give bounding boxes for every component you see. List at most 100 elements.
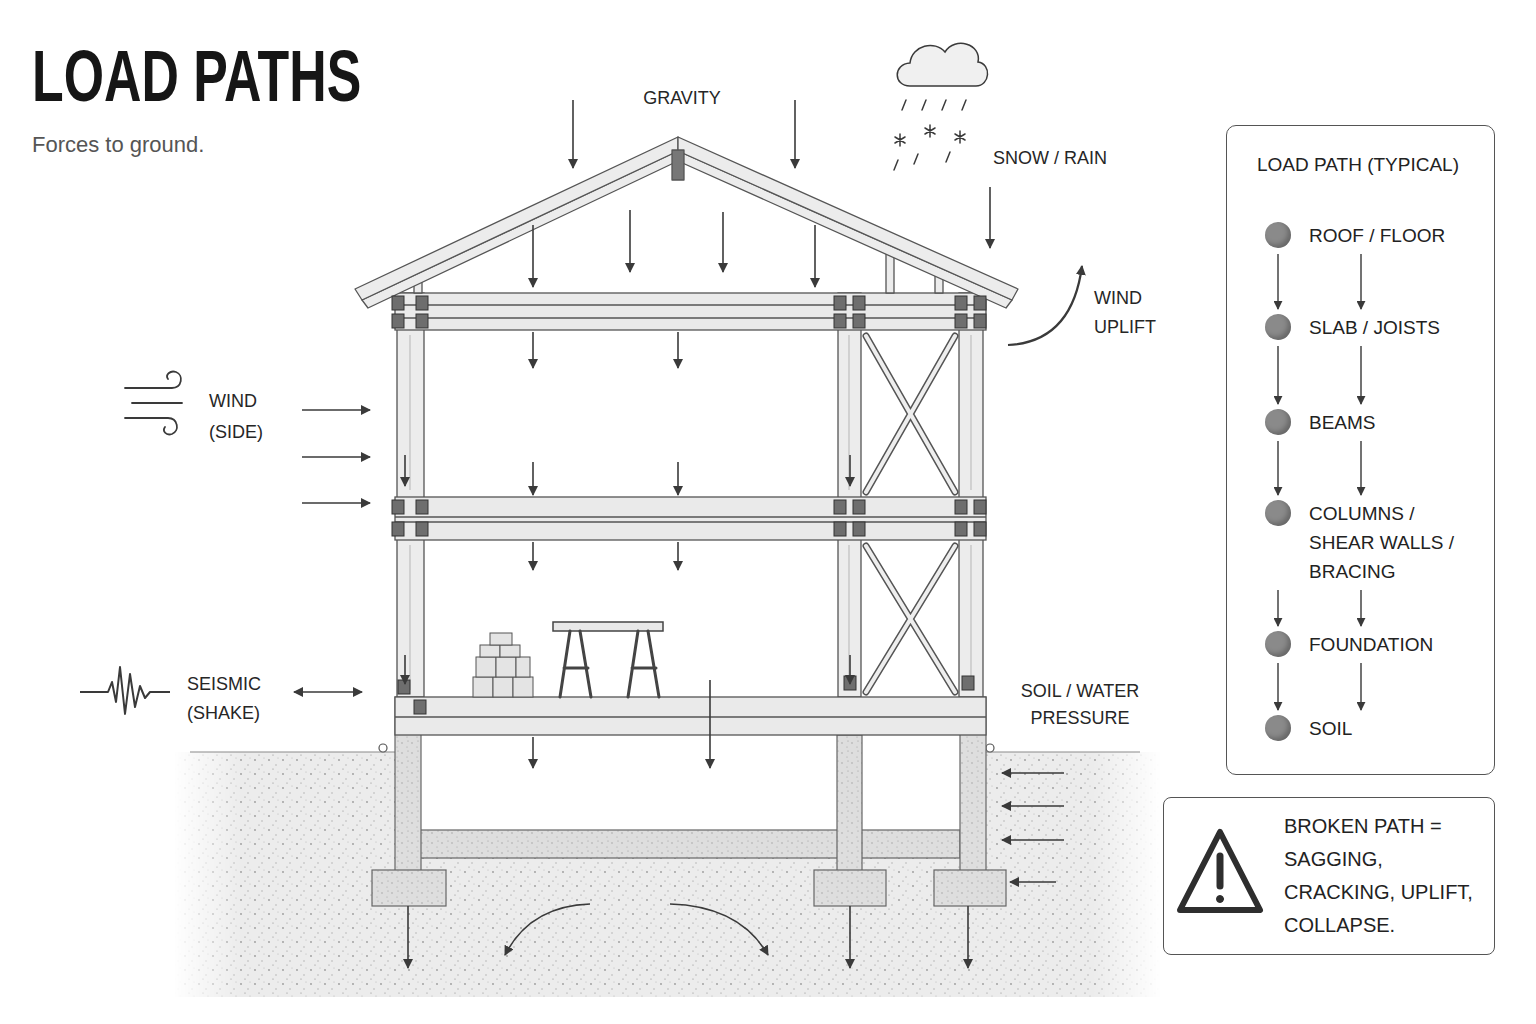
step-dot	[1265, 314, 1291, 340]
soil-pressure-arrow	[1002, 839, 1064, 841]
load-path-step: ROOF / FLOOR	[1263, 219, 1485, 252]
load-arrow	[532, 542, 534, 570]
load-arrow	[722, 212, 724, 272]
flow-connector	[1277, 441, 1279, 495]
brick-stack	[480, 645, 500, 657]
load-arrow	[849, 906, 851, 968]
soil-ground	[379, 744, 387, 752]
roof-rafter	[355, 137, 678, 300]
load-arrow	[532, 462, 534, 495]
steel-connector-plate	[392, 500, 404, 514]
step-label: FOUNDATION	[1309, 630, 1479, 659]
foundation-concrete	[372, 697, 1006, 906]
load-arrow	[677, 542, 679, 570]
force-label: SNOW / RAIN	[993, 146, 1143, 170]
step-label: COLUMNS / SHEAR WALLS / BRACING	[1309, 499, 1479, 586]
flow-connector	[1277, 254, 1279, 309]
flow-connector	[1360, 590, 1362, 626]
force-label: WIND (SIDE)	[209, 386, 281, 448]
sawhorse-table	[628, 631, 659, 697]
wind-icon	[125, 418, 177, 434]
steel-connector-plate	[853, 500, 865, 514]
load-arrow	[505, 904, 590, 955]
flow-connector	[1360, 441, 1362, 495]
load-arrow	[677, 462, 679, 495]
flow-connector	[1278, 590, 1361, 626]
load-arrow	[677, 332, 679, 368]
load-arrow	[1008, 266, 1082, 345]
force-label: SOIL / WATER PRESSURE	[1008, 678, 1152, 732]
force-label: SEISMIC (SHAKE)	[187, 670, 279, 728]
weather-icon	[894, 43, 988, 170]
brick-stack	[473, 633, 533, 697]
load-arrow	[532, 225, 534, 287]
load-arrow	[572, 100, 574, 168]
panel-heading: LOAD PATH (TYPICAL)	[1257, 153, 1459, 177]
foundation-concrete	[934, 870, 1006, 906]
load-arrow	[814, 225, 816, 287]
load-arrow	[989, 187, 991, 248]
warning-text: BROKEN PATH = SAGGING, CRACKING, UPLIFT,…	[1284, 810, 1484, 942]
brick-stack	[496, 657, 516, 677]
weather-icon	[902, 100, 966, 110]
steel-connector-plate	[974, 296, 986, 310]
sawhorse-table	[560, 631, 591, 697]
load-arrow	[967, 906, 969, 968]
step-label: SLAB / JOISTS	[1309, 313, 1479, 342]
warning-icon	[1180, 832, 1260, 910]
timber-beam	[395, 293, 986, 330]
load-arrow	[407, 906, 409, 968]
timber-beam	[395, 517, 986, 522]
steel-connector-plate	[392, 296, 986, 714]
wind-icon	[125, 372, 181, 388]
wind-icon	[132, 402, 182, 404]
timber-column	[397, 293, 983, 697]
soil-pressure-arrow	[1002, 773, 1064, 882]
timber-beam	[395, 497, 986, 540]
flow-connector	[1278, 346, 1361, 404]
load-arrow	[404, 655, 406, 684]
wind-arrow	[302, 409, 370, 411]
roof-rafter	[362, 151, 678, 308]
load-arrow	[709, 680, 711, 768]
steel-connector-plate	[416, 314, 428, 328]
timber-beam	[395, 716, 986, 717]
load-arrow	[532, 737, 534, 768]
seismic-icon	[294, 691, 362, 693]
wind-icon	[125, 372, 182, 435]
load-arrow	[405, 100, 1082, 968]
step-label: ROOF / FLOOR	[1309, 221, 1479, 250]
weather-icon	[897, 43, 987, 86]
brick-stack	[500, 645, 520, 657]
force-label: GRAVITY	[622, 86, 742, 110]
seismic-icon	[80, 667, 170, 714]
steel-connector-plate	[834, 296, 846, 310]
diagram-title: LOAD PATHS	[32, 40, 361, 112]
load-path-step: SLAB / JOISTS	[1263, 311, 1485, 344]
basement	[421, 735, 960, 830]
timber-beam	[395, 293, 986, 735]
steel-connector-plate	[392, 314, 404, 328]
legend-panel: LOAD PATH (TYPICAL) ROOF / FLOOR SLAB / JO…	[1226, 125, 1495, 775]
steel-connector-plate	[955, 296, 967, 310]
brick-stack	[473, 677, 493, 697]
steel-connector-plate	[416, 522, 428, 536]
basement	[420, 735, 960, 858]
load-arrow	[629, 210, 631, 272]
basement	[420, 830, 960, 858]
steel-connector-plate	[834, 314, 846, 328]
weather-icon	[955, 131, 965, 143]
steel-connector-plate	[392, 296, 404, 310]
load-arrow	[849, 455, 851, 486]
soil-pressure-arrow	[1002, 805, 1064, 807]
soil-pressure-arrow	[1010, 881, 1056, 883]
load-arrow	[404, 455, 406, 486]
foundation-concrete	[814, 870, 886, 906]
brick-stack	[493, 677, 513, 697]
flow-connector	[1277, 590, 1279, 626]
brick-stack	[516, 657, 530, 677]
warning-icon	[1217, 856, 1224, 886]
roof-rafter	[678, 151, 1012, 308]
